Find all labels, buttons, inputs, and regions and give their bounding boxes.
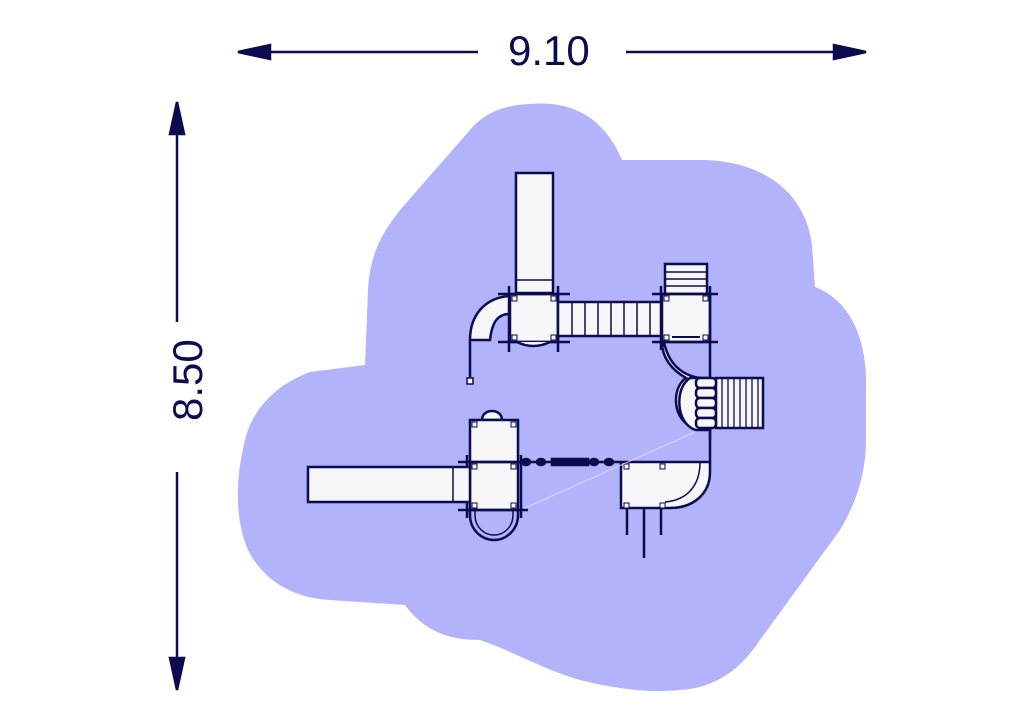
width-dimension-label: 9.10 <box>508 27 590 74</box>
upper-right-steps <box>663 262 709 296</box>
height-dimension-arrow <box>168 101 186 691</box>
width-dimension-arrow <box>237 43 867 61</box>
lower-left-arch <box>468 510 520 542</box>
lower-left-slide <box>306 465 472 504</box>
right-stairs <box>694 376 765 430</box>
safety-zone <box>237 103 867 691</box>
upper-straight-slide <box>514 171 555 295</box>
guide-line <box>524 431 696 509</box>
lower-right-platform <box>619 428 712 510</box>
upper-bridge <box>556 300 664 338</box>
height-dimension-label: 8.50 <box>164 339 211 421</box>
chain-bridge <box>518 457 621 467</box>
upper-left-curved-slide <box>466 294 511 385</box>
lower-left-tower <box>458 409 528 518</box>
lower-right-poles <box>625 508 663 558</box>
upper-right-tower <box>652 286 718 440</box>
